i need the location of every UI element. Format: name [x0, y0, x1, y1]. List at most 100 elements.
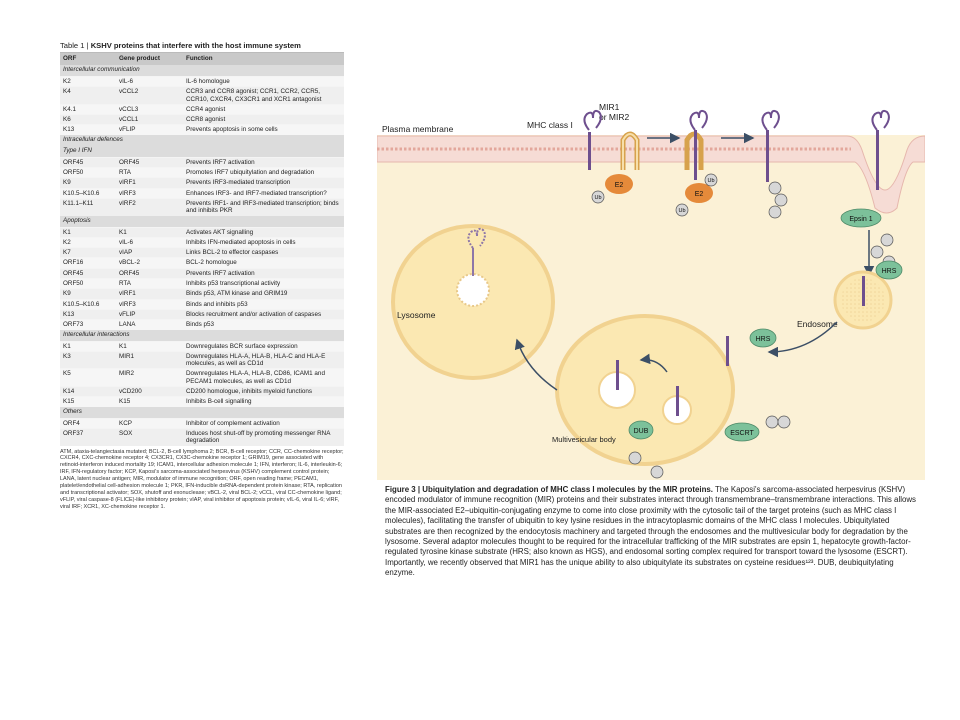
- cell-function: Inhibits IFN-mediated apoptosis in cells: [183, 236, 344, 248]
- cell-gene-product: RTA: [116, 167, 183, 178]
- cell-orf: K15: [60, 396, 116, 407]
- cell-function: Inhibits B-cell signalling: [183, 396, 344, 407]
- cell-gene-product: MIR1: [116, 350, 183, 369]
- hrs-adaptor-2: HRS: [749, 328, 777, 348]
- table-section-title: Type I IFN: [60, 145, 344, 158]
- cell-gene-product: vIAP: [116, 247, 183, 258]
- cell-function: Downregulates BCR surface expression: [183, 340, 344, 352]
- cell-gene-product: vFLIP: [116, 124, 183, 135]
- cell-orf: ORF73: [60, 319, 116, 330]
- cell-gene-product: vIL-6: [116, 75, 183, 87]
- cell-gene-product: vCD200: [116, 386, 183, 397]
- cell-gene-product: vIRF3: [116, 298, 183, 310]
- mir-protein-1: [620, 131, 640, 170]
- cell-orf: K5: [60, 368, 116, 387]
- lysosome: [391, 224, 555, 380]
- cell-function: Links BCL-2 to effector caspases: [183, 247, 344, 258]
- cell-orf: ORF4: [60, 417, 116, 429]
- mir-label-line2: or MIR2: [599, 112, 630, 122]
- mhc-in-pit: [871, 109, 890, 190]
- ub-label: Ub: [594, 195, 601, 201]
- plasma-membrane: [377, 135, 925, 214]
- cell-function: CD200 homologue, inhibits myeloid functi…: [183, 386, 344, 397]
- cell-orf: K2: [60, 75, 116, 87]
- cell-gene-product: vIRF1: [116, 288, 183, 300]
- figure-caption-body: The Kaposi's sarcoma-associated herpesvi…: [385, 485, 916, 578]
- cell-function: CCR4 agonist: [183, 103, 344, 115]
- cell-function: CCR3 and CCR8 agonist; CCR1, CCR2, CCR5,…: [183, 86, 344, 105]
- arrow-endosome-to-mvb: [767, 321, 838, 358]
- cell-orf: ORF45: [60, 267, 116, 279]
- cell-function: Binds and inhibits p53: [183, 298, 344, 310]
- cell-function: Activates AKT signalling: [183, 226, 344, 238]
- cell-function: Downregulates HLA-A, HLA-B, CD86, ICAM1 …: [183, 368, 344, 387]
- table-section-row: Others: [60, 406, 344, 419]
- table-section-title: Intracellular defences: [60, 134, 344, 146]
- table-section-title: Intercellular interactions: [60, 329, 344, 342]
- figure-caption-prefix: Figure 3 |: [385, 485, 421, 494]
- mhc-class-i-label: MHC class I: [527, 120, 573, 130]
- cell-orf: K6: [60, 114, 116, 125]
- table-section-row: Intercellular communication: [60, 65, 344, 77]
- epsin-adaptor: Epsin 1: [840, 208, 882, 228]
- cell-orf: K3: [60, 350, 116, 369]
- cell-gene-product: vIL-6: [116, 236, 183, 248]
- escrt-complex: ESCRT: [724, 422, 760, 442]
- table-section-title: Intercellular communication: [60, 65, 344, 77]
- cell-orf: K14: [60, 386, 116, 397]
- multivesicular-body-label: Multivesicular body: [552, 435, 616, 444]
- cell-gene-product: RTA: [116, 278, 183, 289]
- cell-function: Downregulates HLA-A, HLA-B, HLA-C and HL…: [183, 350, 344, 369]
- figure-caption-title: Ubiquitylation and degradation of MHC cl…: [422, 485, 713, 494]
- cell-function: Prevents IRF7 activation: [183, 156, 344, 168]
- mir-pathway-diagram: Plasma membrane MHC class I MIR1 or MIR2…: [377, 102, 925, 480]
- cell-function: Prevents IRF7 activation: [183, 267, 344, 279]
- hrs-label-1: HRS: [882, 268, 897, 275]
- free-ubiquitin: [628, 415, 791, 479]
- cell-gene-product: vCCL1: [116, 114, 183, 125]
- escrt-label: ESCRT: [730, 430, 754, 437]
- cell-orf: K1: [60, 226, 116, 238]
- arrow-internalization: [639, 353, 668, 373]
- cell-function: Inhibitor of complement activation: [183, 417, 344, 429]
- cell-function: Binds p53, ATM kinase and GRIM19: [183, 288, 344, 300]
- table-caption-prefix: Table 1 |: [60, 41, 89, 50]
- kshv-proteins-table: ORF Gene product Function Intercellular …: [60, 53, 344, 446]
- cell-function: Promotes IRF7 ubiquitylation and degrada…: [183, 167, 344, 178]
- cell-gene-product: vFLIP: [116, 308, 183, 320]
- mir-label-line1: MIR1: [599, 102, 620, 112]
- ub-label: Ub: [707, 178, 714, 184]
- cell-orf: K9: [60, 177, 116, 189]
- cell-function: IL-6 homologue: [183, 75, 344, 87]
- header-function: Function: [183, 53, 344, 65]
- hrs-adaptor-1: HRS: [875, 260, 903, 280]
- cell-gene-product: LANA: [116, 319, 183, 330]
- cell-gene-product: vIRF3: [116, 187, 183, 199]
- cell-orf: ORF16: [60, 257, 116, 269]
- table-section-title: Apoptosis: [60, 215, 344, 228]
- e2-label-2: E2: [695, 191, 704, 198]
- cell-gene-product: vBCL-2: [116, 257, 183, 269]
- arrow-mvb-to-lysosome: [514, 338, 558, 391]
- cell-orf: K10.5–K10.6: [60, 187, 116, 199]
- table-caption-title: KSHV proteins that interfere with the ho…: [90, 41, 301, 50]
- cell-gene-product: KCP: [116, 417, 183, 429]
- epsin-label: Epsin 1: [849, 216, 872, 223]
- cell-gene-product: vCCL2: [116, 86, 183, 105]
- cell-orf: K10.5–K10.6: [60, 298, 116, 310]
- dub-label: DUB: [634, 428, 649, 435]
- header-orf: ORF: [60, 53, 116, 65]
- table-section-row: Type I IFN: [60, 145, 344, 158]
